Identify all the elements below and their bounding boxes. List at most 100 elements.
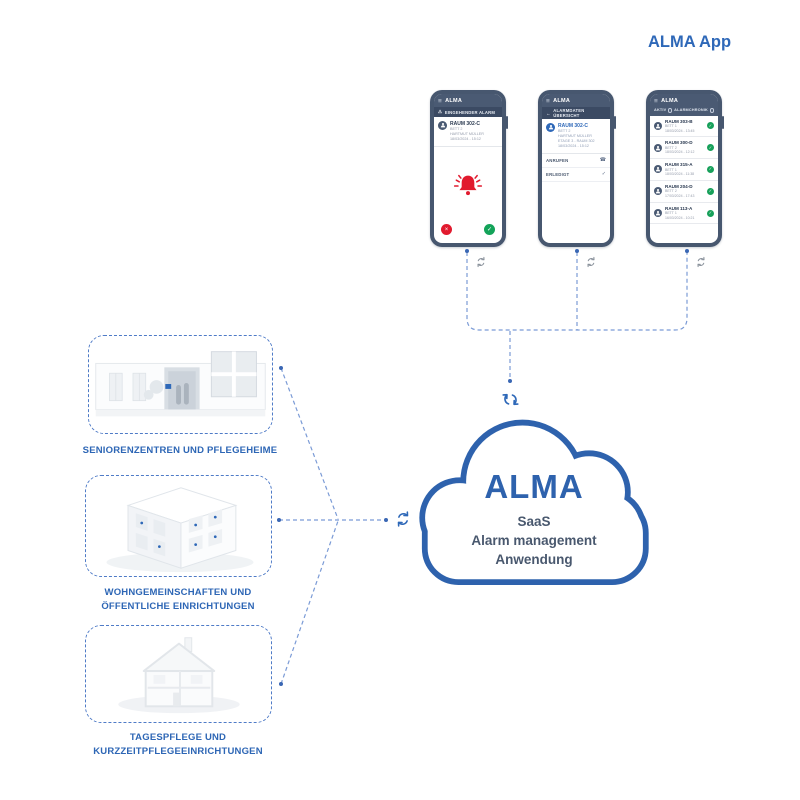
- timestamp: 18/03/2024 - 13:45: [665, 128, 695, 133]
- menu-icon: ≡: [654, 97, 659, 105]
- check-icon: ✓: [601, 171, 606, 177]
- facility-label-senior-center: SENIORENZENTREN UND PFLEGEHEIME: [68, 444, 292, 458]
- resolved-check-icon: ✓: [707, 144, 714, 152]
- day-care-house-illustration: [86, 626, 271, 722]
- sync-icon: [585, 256, 597, 268]
- phone2-screen: ≡ ALMA ← ALARMDATEN ÜBERSICHT RAUM 302-C…: [542, 94, 610, 243]
- resolved-check-icon: ✓: [707, 122, 714, 130]
- timestamp: 16/03/2024 - 10:21: [665, 215, 695, 220]
- senior-center-illustration: [89, 336, 272, 433]
- room-label: RAUM 303-B: [665, 118, 693, 124]
- cloud-shape: [419, 419, 649, 585]
- bed-label: BETT 1: [665, 124, 677, 129]
- facility-card-shared-housing: [85, 475, 272, 577]
- facility-card-day-care: [85, 625, 272, 723]
- alarm-bell-area: [434, 147, 502, 224]
- accept-alarm-button: ✓: [484, 224, 495, 235]
- person-icon: [655, 145, 661, 151]
- history-list-item: RAUM 204-D BETT 2 17/03/2024 - 17:43 ✓: [650, 181, 718, 203]
- room-label: RAUM 315-A: [665, 162, 693, 168]
- facility-label-day-care: TAGESPFLEGE UND KURZZEITPFLEGEEINRICHTUN…: [66, 731, 290, 759]
- tab-active-label: AKTIV: [654, 108, 667, 113]
- phone1-screen: ≡ ALMA ⚠ EINGEHENDER ALARM RAUM 302-C BE…: [434, 94, 502, 243]
- phone3-app-bar: ≡ ALMA: [650, 94, 718, 107]
- bed-label: BETT 2: [450, 127, 463, 131]
- history-list-item: RAUM 113-A BETT 1 16/03/2024 - 10:21 ✓: [650, 203, 718, 225]
- sync-icon: [501, 390, 520, 409]
- patient-avatar: [438, 120, 447, 130]
- counter-badge-icon: [709, 108, 714, 113]
- facility-label-line: TAGESPFLEGE UND: [129, 732, 227, 743]
- room-label: RAUM 113-A: [665, 205, 693, 211]
- person-icon: [655, 210, 661, 216]
- back-icon: ←: [546, 110, 551, 116]
- phone1-app-title: ALMA: [445, 98, 463, 104]
- resolved-check-icon: ✓: [707, 165, 714, 173]
- phone3-screen: ≡ ALMA AKTIV ALARMCHRONIK RAUM 303-B BET…: [650, 94, 718, 243]
- resolved-check-icon: ✓: [707, 209, 714, 217]
- phone2-detail-bar: ← ALARMDATEN ÜBERSICHT: [542, 107, 610, 119]
- phone1-alarm-card: RAUM 302-C BETT 2 HARTMUT MÜLLER 18/03/2…: [434, 117, 502, 147]
- facility-label-line: ÖFFENTLICHE EINRICHTUNGEN: [101, 601, 255, 612]
- phone2-alarm-card: RAUM 302-C BETT 2 HARTMUT MÜLLER ETAGE 3…: [542, 119, 610, 154]
- phone1-alert-label: EINGEHENDER ALARM: [444, 109, 496, 115]
- done-action-row: ERLEDIGT ✓: [542, 168, 610, 182]
- person-icon: [440, 122, 445, 128]
- apartment-block-illustration: [86, 476, 271, 576]
- patient-name: HARTMUT MÜLLER: [450, 132, 484, 136]
- phone-icon: ☎: [599, 157, 606, 163]
- cloud-line-alarm-management: Alarm management: [471, 533, 597, 548]
- cloud-line-saas: SaaS: [517, 514, 551, 529]
- person-icon: [548, 124, 553, 130]
- history-list-item: RAUM 303-B BETT 1 18/03/2024 - 13:45 ✓: [650, 116, 718, 138]
- tab-history-label: ALARMCHRONIK: [674, 108, 708, 113]
- page-title: ALMA App: [648, 33, 732, 51]
- phone3-tab-bar: AKTIV ALARMCHRONIK: [650, 107, 718, 116]
- patient-avatar: [654, 143, 662, 152]
- phone2-app-bar: ≡ ALMA: [542, 94, 610, 107]
- patient-avatar: [654, 165, 662, 174]
- patient-avatar: [654, 187, 662, 196]
- person-icon: [655, 167, 661, 172]
- person-icon: [655, 189, 661, 194]
- cloud-line-anwendung: Anwendung: [495, 552, 573, 567]
- room-label: RAUM 302-C: [558, 122, 589, 129]
- room-label: RAUM 300-D: [665, 140, 693, 146]
- tab-alarm-history: ALARMCHRONIK: [674, 108, 714, 113]
- bed-label: BETT 2: [665, 145, 677, 150]
- cloud-title: ALMA: [484, 468, 584, 505]
- history-list-item: RAUM 300-D BETT 2 18/03/2024 - 12:12 ✓: [650, 137, 718, 160]
- person-icon: [655, 123, 661, 129]
- room-label: RAUM 302-C: [450, 120, 481, 127]
- bed-label: BETT 2: [665, 189, 677, 194]
- timestamp: 18/03/2024 - 12:12: [665, 150, 695, 155]
- phone2-app-title: ALMA: [553, 98, 571, 104]
- facility-card-senior-center: [88, 335, 273, 434]
- bed-label: BETT 1: [665, 167, 677, 172]
- room-label: RAUM 204-D: [665, 183, 693, 189]
- facility-label-line: SENIORENZENTREN UND PFLEGEHEIME: [82, 445, 278, 456]
- phone2-detail-label: ALARMDATEN ÜBERSICHT: [553, 108, 585, 118]
- warning-icon: ⚠: [438, 109, 443, 114]
- decline-alarm-button: ×: [441, 224, 452, 235]
- patient-name: HARTMUT MÜLLER: [558, 134, 592, 138]
- menu-icon: ≡: [546, 97, 551, 105]
- facility-label-line: KURZZEITPFLEGEEINRICHTUNGEN: [93, 746, 263, 757]
- call-action-row: ANRUFEN ☎: [542, 154, 610, 168]
- phone1-alert-bar: ⚠ EINGEHENDER ALARM: [434, 107, 502, 117]
- bed-label: BETT 2: [558, 129, 571, 133]
- facility-label-shared-housing: WOHNGEMEINSCHAFTEN UND ÖFFENTLICHE EINRI…: [66, 586, 290, 614]
- phone3-app-title: ALMA: [661, 98, 679, 104]
- counter-badge-icon: [667, 108, 673, 113]
- facility-label-line: WOHNGEMEINSCHAFTEN UND: [104, 587, 252, 598]
- resolved-check-icon: ✓: [707, 187, 714, 195]
- timestamp: 18/03/2024 - 15:12: [450, 137, 481, 141]
- menu-icon: ≡: [438, 97, 443, 105]
- sync-icon: [394, 510, 412, 528]
- call-action-label: ANRUFEN: [546, 158, 569, 163]
- sync-icon: [475, 256, 487, 268]
- cloud-description: SaaS Alarm management Anwendung: [412, 512, 656, 569]
- location-label: ETAGE 3 - RAUM 302: [558, 139, 595, 143]
- phone-mockup-incoming-alarm: ≡ ALMA ⚠ EINGEHENDER ALARM RAUM 302-C BE…: [430, 90, 508, 247]
